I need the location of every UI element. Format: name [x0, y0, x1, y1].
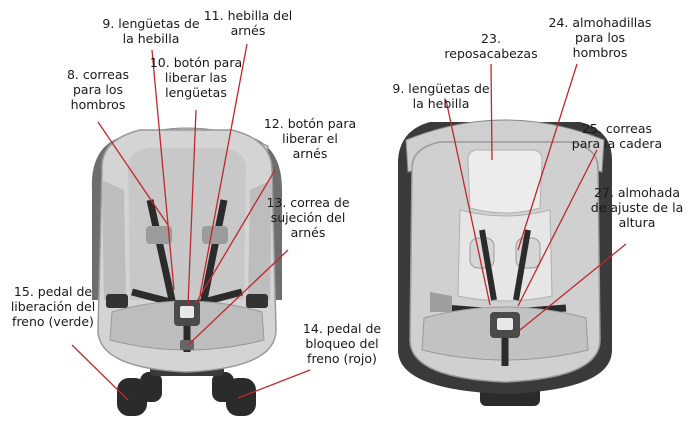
label-shoulder-pads: 24. almohadillas para los hombros — [530, 15, 670, 60]
label-brake-lock-pedal: 14. pedal de bloqueo del freno (rojo) — [286, 321, 398, 366]
left-car-seat — [92, 128, 282, 416]
right-car-seat — [398, 120, 612, 406]
label-harness-adjust-strap: 13. correa de sujeción del arnés — [252, 195, 364, 240]
label-harness-buckle: 11. hebilla del arnés — [196, 8, 300, 38]
label-shoulder-straps: 8. correas para los hombros — [48, 67, 148, 112]
label-tongue-release-button: 10. botón para liberar las lengüetas — [140, 55, 252, 100]
label-hip-straps: 25. correas para la cadera — [556, 121, 678, 151]
label-brake-release-pedal: 15. pedal de liberación del freno (verde… — [0, 284, 106, 329]
label-harness-release-button: 12. botón para liberar el arnés — [254, 116, 366, 161]
label-buckle-tongues-right: 9. lengüetas de la hebilla — [368, 81, 514, 111]
label-height-pillow: 27. almohada de ajuste de la altura — [576, 185, 698, 230]
